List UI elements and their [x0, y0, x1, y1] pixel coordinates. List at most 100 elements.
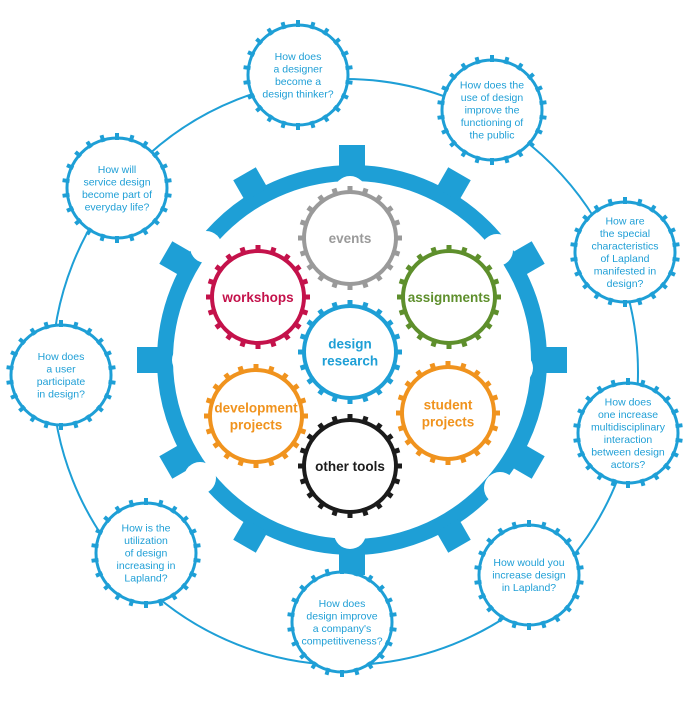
question-gear-tooth: [340, 93, 349, 100]
central-gear-tooth: [233, 518, 268, 553]
question-gear-tooth: [128, 134, 135, 143]
question-gear-tooth: [280, 120, 287, 129]
question-gear-tooth: [280, 21, 287, 30]
inner-gear-tooth: [306, 433, 316, 443]
question-gear-tooth: [159, 206, 168, 213]
central-gear-tooth: [233, 167, 268, 202]
question-gear-tooth: [675, 437, 683, 443]
question-gear-tooth: [10, 350, 19, 357]
inner-gear-tooth: [489, 424, 499, 432]
inner-gear-tooth: [347, 396, 353, 404]
question-gear-tooth: [332, 104, 341, 113]
question-gear-tooth: [376, 651, 385, 660]
question-gear-tooth: [43, 420, 50, 429]
question-gear-tooth: [108, 379, 116, 385]
question-gear-tooth: [103, 582, 112, 591]
inner-gear-label-other-tools: other tools: [315, 459, 385, 474]
question-gear-tooth: [573, 437, 581, 443]
question-gear-tooth: [247, 50, 256, 57]
inner-gear-events: events: [296, 184, 404, 292]
question-gear-tooth: [243, 79, 251, 85]
question-gear-tooth: [91, 557, 99, 563]
question-gear-tooth: [85, 327, 93, 336]
question-gear-tooth: [503, 155, 510, 164]
question-gear-tooth: [310, 574, 318, 583]
inner-gear-tooth: [391, 219, 401, 227]
question-gear-tooth: [474, 155, 481, 164]
inner-gear-tooth: [299, 477, 309, 485]
inner-gear-tooth: [460, 246, 468, 256]
inner-gear-tooth: [299, 278, 309, 286]
inner-gear-tooth: [391, 333, 401, 341]
inner-gear-tooth: [373, 272, 383, 282]
question-gear-tooth: [99, 233, 106, 242]
question-gear-tooth: [144, 601, 148, 608]
inner-gear-tooth: [317, 386, 327, 396]
inner-gear-tooth: [445, 457, 451, 465]
inner-gear-tooth: [373, 194, 383, 204]
inner-gear-tooth: [384, 433, 394, 443]
question-gear-tooth: [486, 537, 495, 546]
inner-gear-tooth: [347, 414, 353, 422]
inner-gear-rim: [208, 368, 304, 464]
question-gear-tooth: [474, 579, 482, 585]
question-gear-tooth: [157, 499, 164, 508]
inner-gear-tooth: [394, 349, 402, 355]
question-gear-tooth: [593, 291, 601, 300]
question-gear-tooth: [180, 582, 189, 591]
inner-gear-tooth: [483, 264, 493, 274]
inner-gear-tooth: [398, 278, 408, 286]
inner-gear-tooth: [492, 410, 500, 416]
inner-gear-tooth: [361, 301, 369, 311]
inner-gear-tooth: [300, 413, 308, 419]
question-gear-tooth: [29, 414, 37, 423]
inner-gear-tooth: [205, 397, 215, 405]
question-gear-tooth: [639, 478, 646, 487]
question-gear-tooth: [340, 567, 344, 574]
question-gear-tooth: [6, 365, 14, 371]
question-gear-tooth: [574, 270, 583, 277]
question-gear-tooth: [571, 593, 580, 600]
inner-gear-tooth: [255, 245, 261, 253]
question-gear-tooth: [164, 178, 172, 184]
inner-gear-tooth: [299, 308, 309, 316]
inner-gear-tooth: [347, 186, 353, 194]
inner-gear-tooth: [225, 331, 235, 341]
inner-gear-tooth: [483, 320, 493, 330]
inner-gear-tooth: [471, 369, 481, 379]
inner-gear-assignments: assignments: [395, 243, 503, 351]
inner-gear-rim: [400, 365, 496, 461]
inner-gear-tooth: [290, 383, 300, 393]
question-gear-tooth: [577, 451, 586, 458]
inner-gear-tooth: [415, 447, 425, 457]
question-gear-tooth: [310, 661, 318, 670]
question-gear-tooth: [670, 408, 679, 415]
question-gear-tooth: [626, 378, 630, 385]
inner-gear-tooth: [391, 249, 401, 257]
question-gear-tooth: [74, 150, 83, 159]
question-gear-tooth: [151, 217, 160, 226]
question-gear-tooth: [43, 321, 50, 330]
inner-gear-tooth: [430, 246, 438, 256]
question-gear-tooth: [322, 114, 330, 123]
question-gear-tooth: [539, 114, 547, 120]
question-gear-tooth: [188, 571, 197, 578]
inner-gear-tooth: [429, 454, 437, 464]
central-gear-tooth: [436, 518, 471, 553]
question-gear-tooth: [115, 133, 119, 140]
question-gear-tooth: [662, 462, 671, 471]
question-gear-tooth: [667, 227, 676, 234]
inner-gear-tooth: [361, 507, 369, 517]
question-gear-tooth: [159, 163, 168, 170]
question-gear-tooth: [526, 72, 535, 81]
inner-gear-tooth: [361, 415, 369, 425]
question-gear-tooth: [649, 204, 657, 213]
inner-gear-tooth: [394, 463, 402, 469]
